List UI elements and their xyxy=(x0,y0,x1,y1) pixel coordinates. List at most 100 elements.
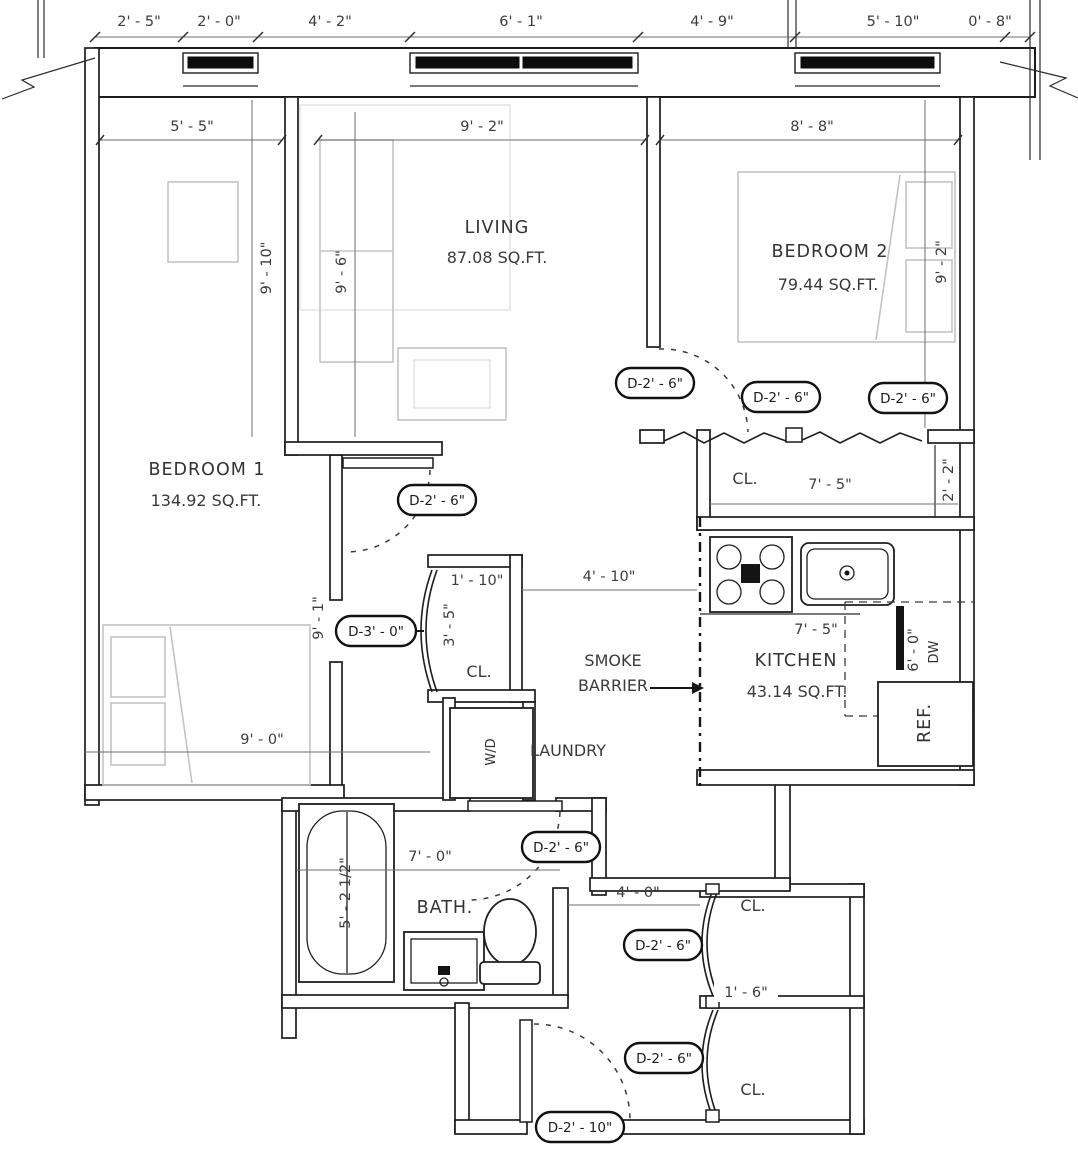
room-area: 43.14 SQ.FT. xyxy=(747,682,848,701)
bedroom1-pillow xyxy=(110,636,166,698)
closet-label: CL. xyxy=(466,662,491,681)
coffee-table-inner xyxy=(413,359,491,409)
door-tag-bedroom1-entry: D-2' - 6" xyxy=(396,483,478,517)
closet-door-post xyxy=(705,883,720,895)
dim-tick xyxy=(313,134,323,146)
dim-label: 1' - 6" xyxy=(724,985,768,1001)
dim-tick xyxy=(252,31,264,43)
dim-label: 5' - 2 1/2" xyxy=(338,857,354,929)
dim-tick xyxy=(277,134,287,146)
dim-tick xyxy=(89,31,101,43)
dimension-lines xyxy=(85,31,1036,906)
dim-tick xyxy=(655,134,665,146)
room-name: BATH. xyxy=(417,898,474,918)
tub xyxy=(306,810,387,975)
wall xyxy=(454,1119,528,1135)
hall-closet-lower-door xyxy=(706,1009,719,1119)
break-symbol-right xyxy=(999,61,1078,99)
dim-label: 9' - 2" xyxy=(934,240,950,284)
dim-tick xyxy=(1024,31,1036,43)
door-tag-label: D-2' - 6" xyxy=(533,840,589,856)
window xyxy=(800,56,935,69)
door-tag-label: D-2' - 6" xyxy=(409,493,465,509)
dim-tick xyxy=(404,31,416,43)
door-tag-unit-entry: D-2' - 10" xyxy=(534,1110,626,1144)
windows xyxy=(182,52,941,87)
room-name: LAUNDRY xyxy=(530,741,606,760)
door-bubbles: D-2' - 6" D-2' - 6" D-2' - 6" D-2' - 6" … xyxy=(334,366,949,1144)
wall xyxy=(696,516,975,531)
refrigerator xyxy=(877,681,974,767)
wall xyxy=(639,429,665,444)
dim-label: 8' - 8" xyxy=(790,119,834,135)
dishwasher-door xyxy=(896,606,904,670)
door-tag-hall-closet-upper: D-2' - 6" xyxy=(622,928,704,962)
smoke-barrier-arrowhead xyxy=(692,682,704,694)
kitchen-sink-basin xyxy=(806,548,889,600)
wall xyxy=(774,776,791,888)
bed-fold-line xyxy=(875,174,901,341)
wall xyxy=(696,769,975,786)
kitchen-fixtures xyxy=(700,536,974,767)
refrigerator-label: REF. xyxy=(915,703,935,743)
vanity-faucet xyxy=(438,966,450,975)
door-tag-bedroom1-closet: D-3' - 0" xyxy=(334,614,424,648)
dim-label: 9' - 2" xyxy=(460,119,504,135)
door-tag-shape xyxy=(614,366,696,400)
dim-label: 4' - 10" xyxy=(583,569,636,585)
stove-burner xyxy=(759,579,785,605)
room-name: BEDROOM 2 xyxy=(771,242,888,262)
furniture xyxy=(102,104,956,786)
toilet-tank xyxy=(479,961,541,985)
dim-label: 9' - 6" xyxy=(334,250,350,294)
dim-label: 2' - 2" xyxy=(941,458,957,502)
door-tag-label: D-2' - 6" xyxy=(880,391,936,407)
dim-tick xyxy=(999,31,1011,43)
door-tag-bedroom2-closet-left: D-2' - 6" xyxy=(740,380,822,414)
sink-drain-dot xyxy=(844,570,850,576)
dim-label: 4' - 9" xyxy=(690,14,734,30)
entry-door-swing xyxy=(533,1023,631,1120)
smoke-barrier xyxy=(650,517,704,790)
dim-label: 4' - 0" xyxy=(616,885,660,901)
wall xyxy=(284,441,443,456)
dishwasher-label: DW xyxy=(927,640,942,663)
bath-fixtures xyxy=(298,707,541,991)
closet-label: CL. xyxy=(740,896,765,915)
bedroom2-pillow xyxy=(905,259,953,333)
wall xyxy=(927,429,975,444)
dim-label: 7' - 5" xyxy=(808,477,852,493)
closet-label: CL. xyxy=(732,469,757,488)
bedroom1-bed xyxy=(102,624,311,786)
room-area: 79.44 SQ.FT. xyxy=(778,275,879,294)
bedroom2-pillow xyxy=(905,181,953,249)
smoke-barrier-label: BARRIER xyxy=(578,676,648,695)
wall xyxy=(329,454,343,601)
dim-tick xyxy=(95,134,105,146)
window xyxy=(415,56,520,69)
window xyxy=(522,56,633,69)
room-area: 87.08 SQ.FT. xyxy=(447,248,548,267)
room-labels: LIVING 87.08 SQ.FT. BEDROOM 2 79.44 SQ.F… xyxy=(148,218,935,1099)
wall xyxy=(509,554,523,703)
break-symbol-left xyxy=(1,57,96,100)
dim-tick xyxy=(177,31,189,43)
dim-tick xyxy=(632,31,644,43)
wall xyxy=(284,96,299,456)
hall-closet-upper-door xyxy=(706,889,719,997)
window xyxy=(187,56,254,69)
dim-tick xyxy=(640,134,650,146)
bedroom2-closet-door-right xyxy=(799,431,923,444)
dim-label: 4' - 2" xyxy=(308,14,352,30)
dim-label-mask xyxy=(714,981,778,1002)
wall xyxy=(427,554,523,568)
wall xyxy=(281,994,569,1009)
sink-drain xyxy=(839,565,855,581)
door-tag-shape xyxy=(623,1041,705,1075)
wall xyxy=(696,429,711,531)
door-tag-bedroom2-entry: D-2' - 6" xyxy=(614,366,696,400)
door-tag-label: D-2' - 6" xyxy=(635,938,691,954)
closet-door-post xyxy=(705,1109,720,1123)
wall xyxy=(329,661,343,788)
door-tag-label: D-2' - 6" xyxy=(636,1051,692,1067)
